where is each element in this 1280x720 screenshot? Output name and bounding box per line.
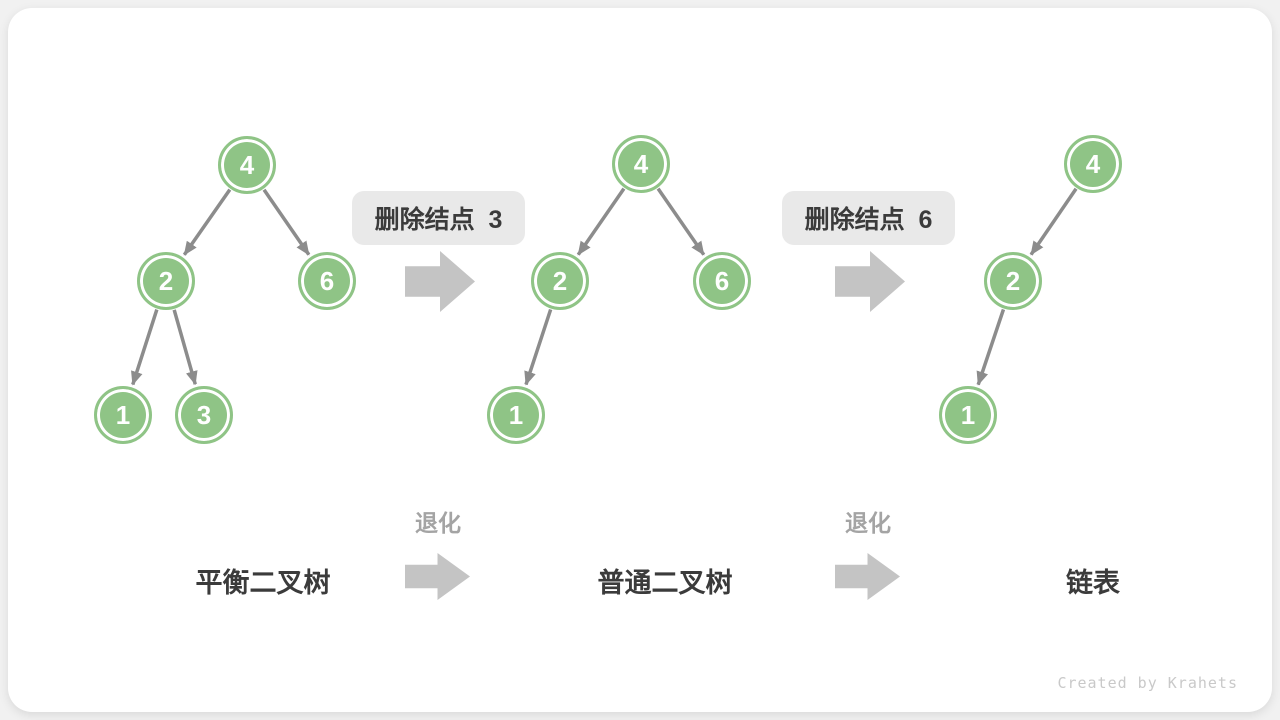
tree-node: 4 bbox=[1064, 135, 1122, 193]
caption-linked-list: 链表 bbox=[1066, 568, 1120, 598]
tree-node: 3 bbox=[175, 386, 233, 444]
tree-node: 1 bbox=[487, 386, 545, 444]
tree-node: 4 bbox=[218, 136, 276, 194]
tree-node: 6 bbox=[693, 252, 751, 310]
tree-node: 2 bbox=[137, 252, 195, 310]
caption-ordinary-binary-tree: 普通二叉树 bbox=[597, 568, 733, 598]
tree-node: 1 bbox=[94, 386, 152, 444]
tree-node: 2 bbox=[984, 252, 1042, 310]
diagram-card bbox=[8, 8, 1272, 712]
tree-node: 2 bbox=[531, 252, 589, 310]
caption-balanced-binary-tree: 平衡二叉树 bbox=[195, 568, 331, 598]
degrade-label: 退化 bbox=[415, 510, 461, 536]
delete-node-3-label: 删除结点 3 bbox=[352, 191, 525, 245]
credit-text: Created by Krahets bbox=[1057, 674, 1238, 692]
delete-node-6-label: 删除结点 6 bbox=[782, 191, 955, 245]
tree-node: 6 bbox=[298, 252, 356, 310]
degrade-label: 退化 bbox=[845, 510, 891, 536]
tree-node: 4 bbox=[612, 135, 670, 193]
tree-node: 1 bbox=[939, 386, 997, 444]
